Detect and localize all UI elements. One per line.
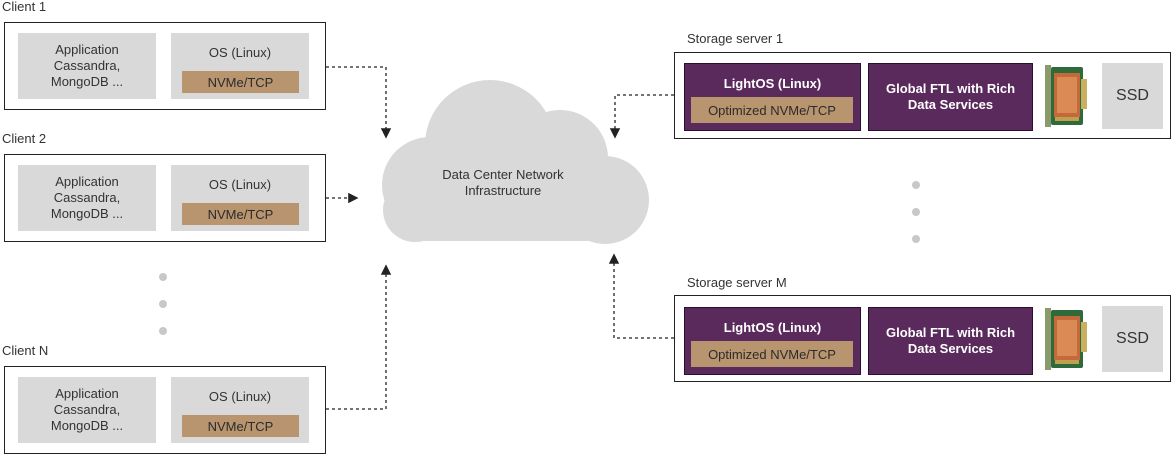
app-line-2: Cassandra, [53, 190, 121, 205]
connector-server-1 [609, 94, 674, 139]
servers-ellipsis-dot [912, 235, 920, 243]
clients-ellipsis-dot [159, 327, 167, 335]
ftl-line-1: Global FTL with Rich [885, 325, 1016, 340]
app-line-3: MongoDB ... [50, 206, 124, 221]
cloud-label-line-2: Infrastructure [464, 183, 542, 198]
app-line-2: Cassandra, [53, 58, 121, 73]
client-1-box: Application Cassandra, MongoDB ... OS (L… [4, 22, 326, 110]
server-m-transport: Optimized NVMe/TCP [691, 341, 853, 367]
server-1-ftl: Global FTL with Rich Data Services [868, 63, 1033, 131]
clients-ellipsis-dot [159, 300, 167, 308]
accelerator-card-icon [1045, 65, 1087, 127]
cloud-label: Data Center Network Infrastructure [418, 167, 588, 199]
server-1-title: Storage server 1 [687, 31, 784, 46]
ftl-line-2: Data Services [907, 341, 994, 356]
os-label: OS (Linux) [208, 45, 272, 60]
client-2-application: Application Cassandra, MongoDB ... [18, 165, 156, 231]
client-1-transport: NVMe/TCP [182, 71, 299, 93]
server-1-box: LightOS (Linux) Optimized NVMe/TCP Globa… [674, 52, 1171, 139]
connector-client-1 [326, 66, 392, 139]
client-n-title: Client N [2, 343, 49, 358]
server-1-lightos: LightOS (Linux) Optimized NVMe/TCP [684, 63, 861, 131]
accelerator-card-icon [1045, 308, 1087, 370]
server-m-box: LightOS (Linux) Optimized NVMe/TCP Globa… [674, 295, 1171, 382]
app-line-2: Cassandra, [53, 402, 121, 417]
ftl-line-2: Data Services [907, 97, 994, 112]
client-1-title: Client 1 [2, 0, 47, 14]
app-line-3: MongoDB ... [50, 418, 124, 433]
app-line-3: MongoDB ... [50, 74, 124, 89]
lightos-label: LightOS (Linux) [723, 320, 822, 335]
server-1-ssd: SSD [1102, 63, 1163, 129]
os-label: OS (Linux) [208, 177, 272, 192]
client-n-box: Application Cassandra, MongoDB ... OS (L… [4, 366, 326, 454]
server-m-title: Storage server M [687, 275, 787, 290]
cloud-shape [382, 80, 649, 244]
client-2-title: Client 2 [2, 131, 47, 146]
servers-ellipsis-dot [912, 181, 920, 189]
client-n-transport: NVMe/TCP [182, 415, 299, 437]
servers-ellipsis-dot [912, 208, 920, 216]
client-1-application: Application Cassandra, MongoDB ... [18, 33, 156, 99]
cloud-label-line-1: Data Center Network [442, 167, 564, 182]
app-line-1: Application [55, 174, 119, 189]
server-m-ssd: SSD [1102, 306, 1163, 372]
app-line-1: Application [55, 386, 119, 401]
lightos-label: LightOS (Linux) [723, 76, 822, 91]
connector-client-n [326, 264, 392, 410]
client-2-box: Application Cassandra, MongoDB ... OS (L… [4, 154, 326, 242]
server-m-ftl: Global FTL with Rich Data Services [868, 307, 1033, 375]
client-n-application: Application Cassandra, MongoDB ... [18, 377, 156, 443]
app-line-1: Application [55, 42, 119, 57]
ftl-line-1: Global FTL with Rich [885, 81, 1016, 96]
clients-ellipsis-dot [159, 273, 167, 281]
client-2-transport: NVMe/TCP [182, 203, 299, 225]
server-1-transport: Optimized NVMe/TCP [691, 97, 853, 123]
os-label: OS (Linux) [208, 389, 272, 404]
server-m-lightos: LightOS (Linux) Optimized NVMe/TCP [684, 307, 861, 375]
connector-server-m [608, 253, 674, 339]
